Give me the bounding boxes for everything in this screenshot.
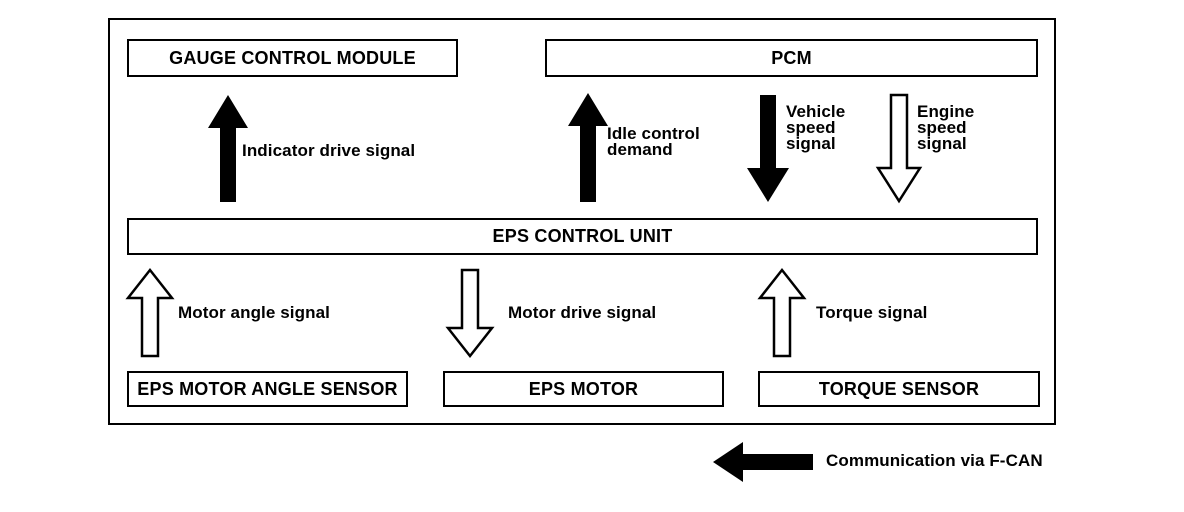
- pcm-box: PCM: [545, 39, 1038, 77]
- eps-motor-angle-sensor-label: EPS MOTOR ANGLE SENSOR: [137, 378, 398, 399]
- idle-control-demand-arrow-icon: [568, 93, 608, 202]
- indicator-drive-signal-label: Indicator drive signal: [242, 141, 416, 160]
- gauge-control-module-label: GAUGE CONTROL MODULE: [169, 47, 416, 68]
- motor-drive-signal-label: Motor drive signal: [508, 303, 657, 322]
- eps-motor-label: EPS MOTOR: [528, 378, 639, 399]
- torque-sensor-box: TORQUE SENSOR: [758, 371, 1040, 407]
- motor-angle-signal-label: Motor angle signal: [178, 303, 330, 322]
- engine-speed-signal-label: Engine speed signal: [917, 102, 975, 153]
- f-can-legend-label: Communication via F-CAN: [826, 451, 1043, 470]
- vehicle-speed-signal-arrow-icon: [747, 95, 789, 202]
- pcm-label: PCM: [771, 47, 812, 68]
- motor-angle-signal-arrow-icon: [125, 267, 175, 358]
- gauge-control-module-box: GAUGE CONTROL MODULE: [127, 39, 458, 77]
- indicator-drive-signal-arrow-icon: [208, 95, 248, 202]
- eps-motor-box: EPS MOTOR: [443, 371, 724, 407]
- f-can-legend-arrow-icon: [713, 442, 813, 482]
- torque-signal-arrow-icon: [757, 267, 807, 358]
- engine-speed-signal-arrow-icon: [875, 93, 923, 204]
- eps-motor-angle-sensor-box: EPS MOTOR ANGLE SENSOR: [127, 371, 408, 407]
- idle-control-demand-label: Idle control demand: [607, 124, 700, 159]
- motor-drive-signal-arrow-icon: [445, 268, 495, 359]
- torque-sensor-label: TORQUE SENSOR: [818, 378, 980, 399]
- eps-control-unit-label: EPS CONTROL UNIT: [492, 226, 673, 246]
- eps-control-unit-box: EPS CONTROL UNIT: [127, 218, 1038, 255]
- vehicle-speed-signal-label: Vehicle speed signal: [786, 102, 846, 153]
- torque-signal-label: Torque signal: [816, 303, 928, 322]
